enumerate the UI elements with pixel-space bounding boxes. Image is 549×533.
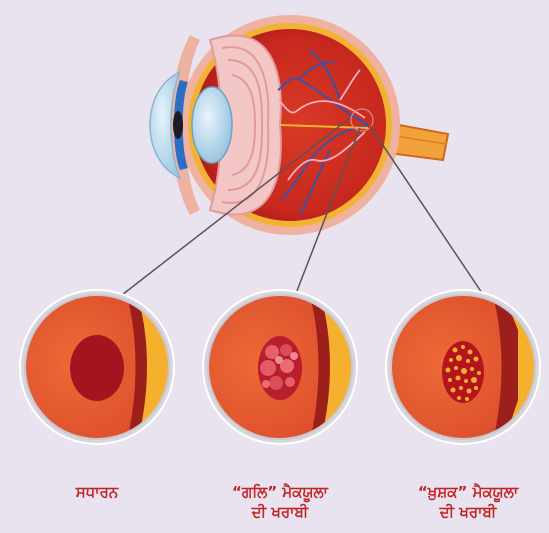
label-dry-line1: “ਖ਼ੁਸ਼ਕ” ਮੈਕਯੂਲਾ (393, 482, 543, 502)
label-normal: ਸਧਾਰਨ (47, 482, 147, 502)
pupil (173, 111, 183, 139)
eye-illustration (150, 15, 448, 235)
label-wet-line2: ਦੀ ਖਰਾਬੀ (205, 502, 355, 522)
lens (192, 87, 232, 163)
normal-macula (70, 335, 124, 401)
label-normal-text: ਸਧਾਰਨ (47, 482, 147, 502)
label-wet-line1: “ਗਲਿ” ਮੈਕਯੂਲਾ (205, 482, 355, 502)
dry-lesion (442, 341, 484, 403)
dry-degeneration-circle (385, 280, 549, 460)
label-dry-line2: ਦੀ ਖਰਾਬੀ (393, 502, 543, 522)
label-wet: “ਗਲਿ” ਮੈਕਯੂਲਾ ਦੀ ਖਰਾਬੀ (205, 482, 355, 522)
wet-degeneration-circle (200, 280, 380, 460)
wet-lesion (258, 336, 302, 400)
normal-retina-circle (19, 280, 200, 460)
label-dry: “ਖ਼ੁਸ਼ਕ” ਮੈਕਯੂਲਾ ਦੀ ਖਰਾਬੀ (393, 482, 543, 522)
